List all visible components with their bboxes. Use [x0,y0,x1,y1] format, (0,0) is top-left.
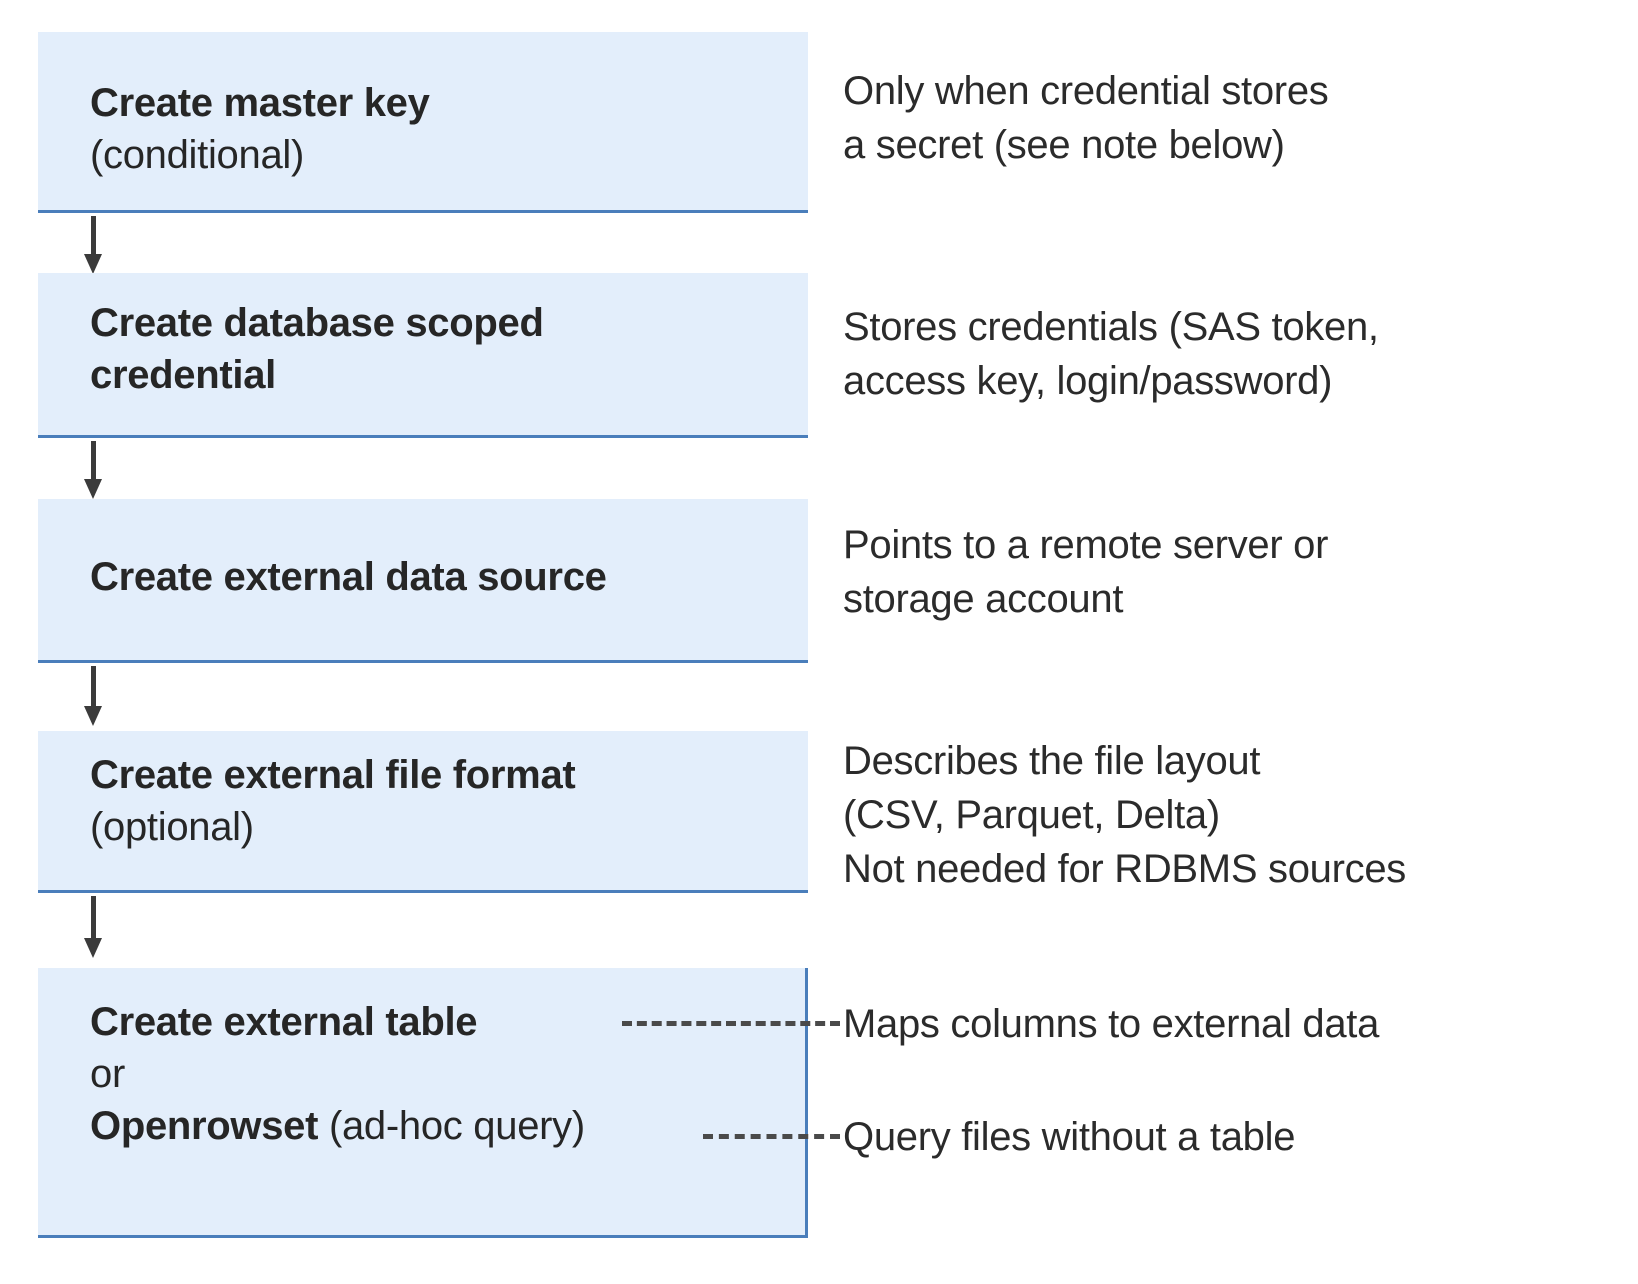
step-title-create-external-data-source: Create external data source [90,555,607,599]
note-openrowset: Query files without a table [843,1115,1296,1159]
final-step-openrowset-qualifier: (ad-hoc query) [318,1104,585,1148]
note-create-external-file-format: Describes the file layout (CSV, Parquet,… [843,739,1406,891]
step-title-create-master-key: Create master key [90,81,430,125]
step-box-create-database-scoped-credential[interactable]: Create database scoped credential [38,273,808,438]
arrow-down-icon-1 [84,216,102,274]
dashed-connector-openrowset [703,1134,840,1139]
final-step-openrowset-bold: Openrowset [90,1104,319,1148]
note-create-external-data-source: Points to a remote server or storage acc… [843,523,1329,621]
final-step-title-openrowset: Openrowset (ad-hoc query) [90,1100,791,1152]
note-create-external-table: Maps columns to external data [843,1002,1380,1046]
arrow-down-icon-2 [84,441,102,499]
step-box-create-external-file-format[interactable]: Create external file format (optional) [38,731,808,893]
final-step-title-create-external-table: Create external table [90,1000,478,1044]
step-box-create-external-data-source[interactable]: Create external data source [38,499,808,663]
step-subtitle-create-master-key: (conditional) [90,133,304,177]
step-title-create-database-scoped-credential: Create database scoped credential [90,301,544,397]
note-create-master-key: Only when credential stores a secret (se… [843,69,1329,167]
arrow-down-icon-3 [84,666,102,726]
step-title-create-external-file-format: Create external file format [90,753,576,797]
note-create-database-scoped-credential: Stores credentials (SAS token, access ke… [843,305,1379,403]
dashed-connector-external-table [622,1021,840,1026]
step-subtitle-create-external-file-format: (optional) [90,805,254,849]
step-box-create-master-key[interactable]: Create master key (conditional) [38,32,808,213]
step-box-create-external-table-or-openrowset[interactable]: Create external table or Openrowset (ad-… [38,968,808,1238]
final-step-or-label: or [90,1052,125,1096]
arrow-down-icon-4 [84,896,102,958]
